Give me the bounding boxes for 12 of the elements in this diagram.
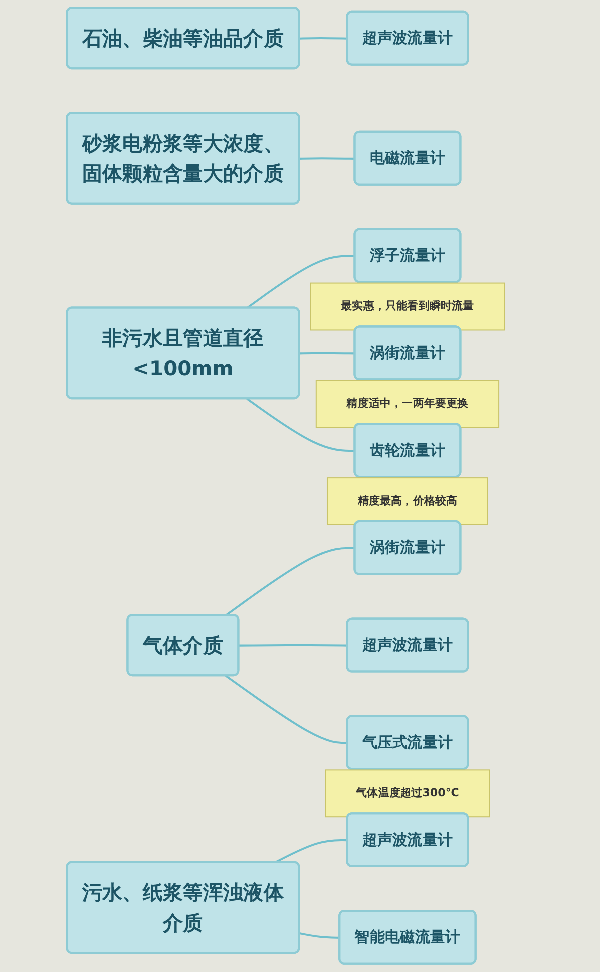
node-label: 精度适中，一两年要更换	[346, 396, 469, 410]
connector	[300, 158, 356, 160]
connector	[246, 398, 356, 452]
connector	[225, 675, 348, 744]
connector	[300, 932, 340, 939]
connector	[300, 352, 356, 355]
node-label: 气体温度超过300℃	[356, 786, 460, 800]
node-label: 精度最高，价格较高	[358, 494, 458, 508]
node-label: 最实惠，只能看到瞬时流量	[341, 299, 474, 313]
connector	[225, 547, 356, 616]
connector	[239, 644, 348, 647]
connector	[300, 38, 348, 40]
